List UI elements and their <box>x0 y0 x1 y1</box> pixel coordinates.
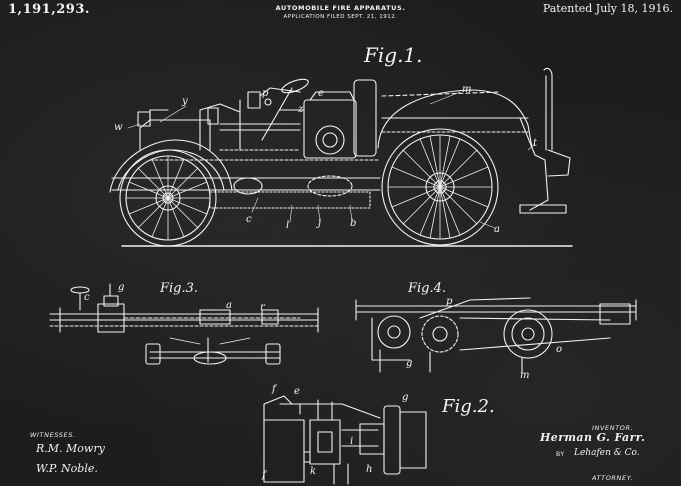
witness-1-signature: R.M. Mowry <box>36 442 105 455</box>
application-filed-line: APPLICATION FILED SEPT. 21, 1912. <box>283 14 398 20</box>
svg-text:f: f <box>271 384 278 395</box>
svg-text:f: f <box>261 470 268 481</box>
svg-text:g: g <box>402 392 408 403</box>
inventor-label: INVENTOR. <box>592 424 634 432</box>
fig3-plan-view <box>49 283 319 365</box>
svg-text:e: e <box>318 88 324 99</box>
svg-text:l: l <box>286 220 289 231</box>
svg-text:a: a <box>226 300 232 311</box>
svg-text:b: b <box>350 218 356 229</box>
reference-letters: m y w e z p t a c l j b c g a r g o m p … <box>84 84 562 481</box>
witnesses-label: WITNESSES. <box>30 431 76 439</box>
svg-text:j: j <box>316 218 321 229</box>
patent-number: 1,191,293. <box>8 2 90 17</box>
fig4-caption: Fig.4. <box>407 281 446 296</box>
svg-text:a: a <box>494 224 500 235</box>
attorney-signature: Lehafen & Co. <box>574 448 640 458</box>
svg-text:o: o <box>556 344 562 355</box>
svg-text:w: w <box>114 122 123 133</box>
fig1-rear-wheel <box>119 149 217 247</box>
attorney-label: ATTORNEY. <box>592 474 634 482</box>
fig3-caption: Fig.3. <box>159 281 198 296</box>
fig2-pump-detail <box>263 395 427 485</box>
fig1-caption: Fig.1. <box>363 43 423 67</box>
fig2-caption: Fig.2. <box>441 396 495 417</box>
svg-text:g: g <box>118 282 124 293</box>
svg-text:i: i <box>350 436 353 447</box>
svg-text:p: p <box>446 296 453 307</box>
svg-text:h: h <box>366 464 372 475</box>
svg-text:m: m <box>520 370 529 381</box>
svg-text:r: r <box>260 302 266 313</box>
svg-text:z: z <box>297 104 304 115</box>
svg-text:y: y <box>181 96 188 107</box>
svg-text:p: p <box>262 88 269 99</box>
fig1-front-wheel <box>381 128 499 246</box>
svg-text:t: t <box>533 138 538 149</box>
patent-title: AUTOMOBILE FIRE APPARATUS. <box>275 4 406 12</box>
svg-text:g: g <box>406 358 412 369</box>
svg-text:c: c <box>246 214 252 225</box>
inventor-name: Herman G. Farr. <box>540 431 646 444</box>
svg-text:c: c <box>84 292 90 303</box>
svg-text:m: m <box>462 84 471 95</box>
fig4-chassis-plan <box>355 297 637 373</box>
fig1-truck-elevation <box>109 67 573 247</box>
patented-date: Patented July 18, 1916. <box>542 2 673 15</box>
svg-text:k: k <box>310 466 316 477</box>
by-label: BY <box>556 451 565 458</box>
witness-2-signature: W.P. Noble. <box>36 462 98 475</box>
svg-text:e: e <box>294 386 300 397</box>
